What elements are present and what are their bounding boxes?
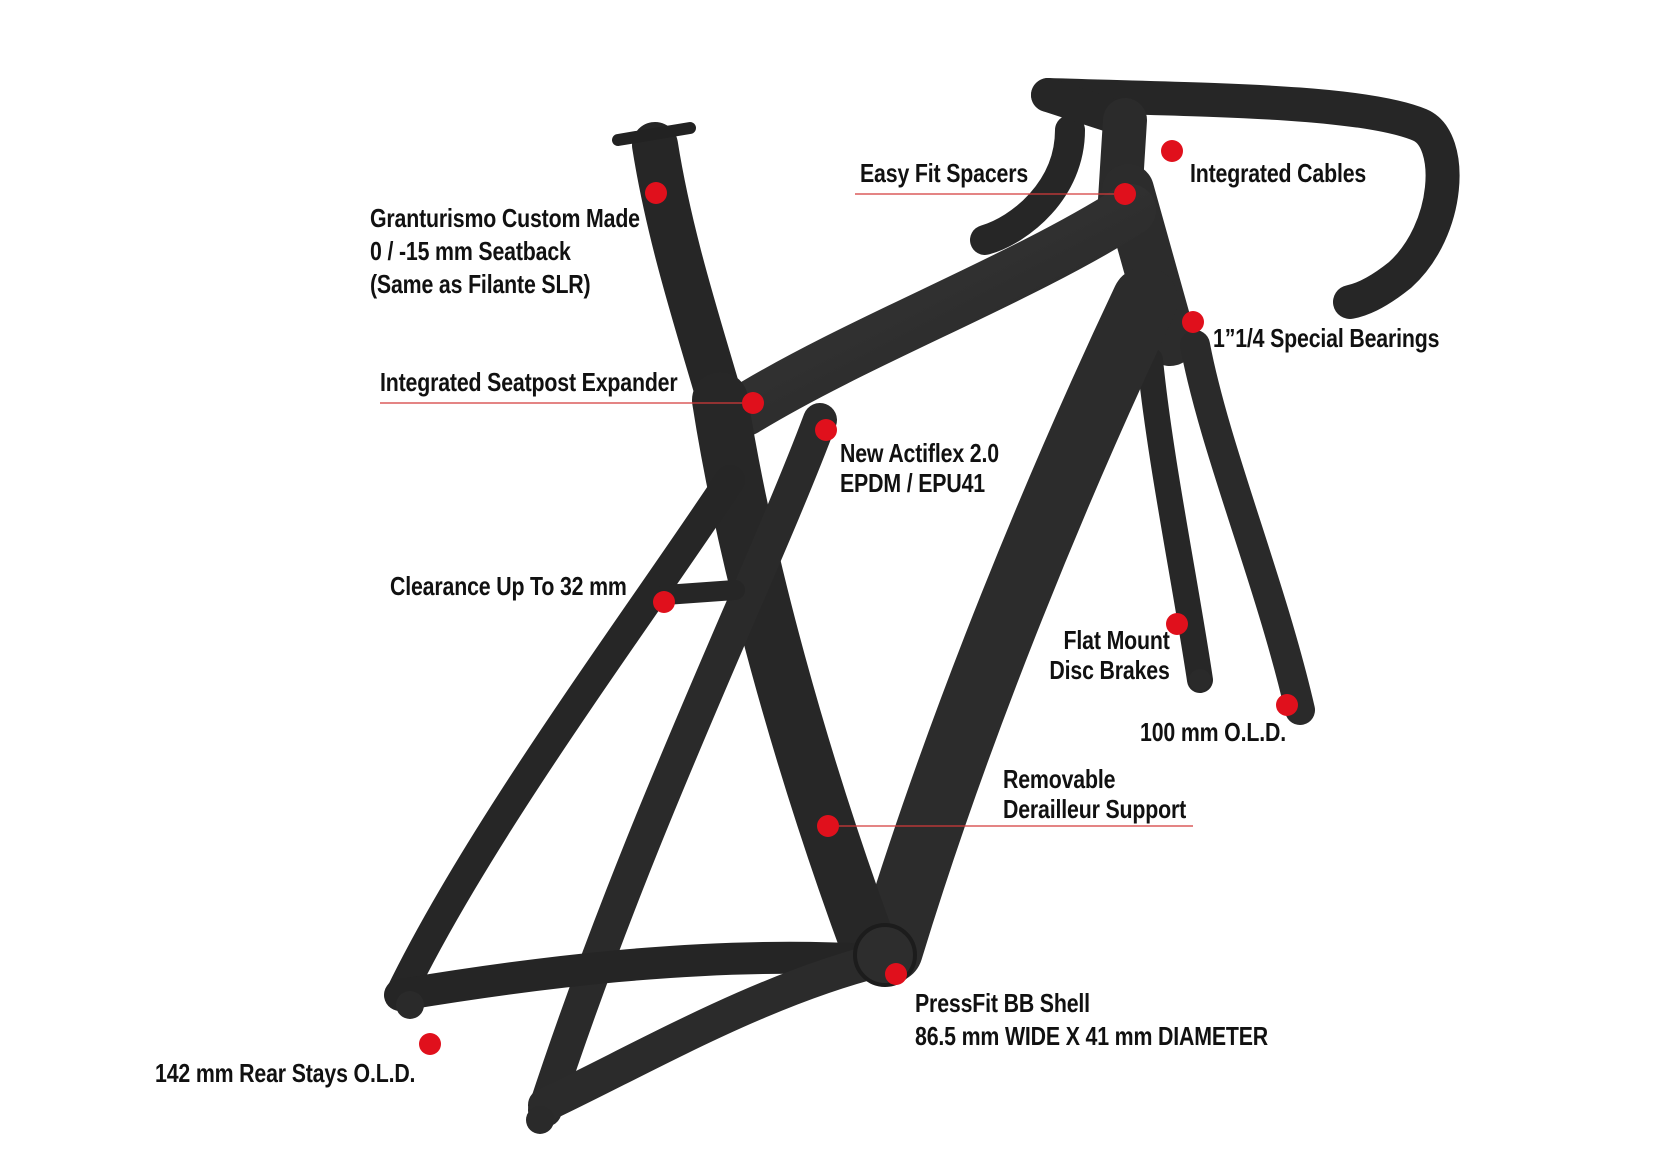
- rear-dropout-near: [526, 1106, 554, 1134]
- label-line: Clearance Up To 32 mm: [390, 571, 627, 601]
- label-line: Integrated Seatpost Expander: [380, 367, 678, 397]
- label-derailleur: Removable Derailleur Support: [1003, 764, 1186, 824]
- label-clearance: Clearance Up To 32 mm: [390, 570, 627, 603]
- chain-stay-near: [528, 943, 897, 1122]
- fork-left: [1137, 347, 1213, 693]
- marker-bb: [885, 963, 907, 985]
- label-line: 100 mm O.L.D.: [1140, 717, 1286, 747]
- handlebar: [1031, 78, 1460, 319]
- label-line: Integrated Cables: [1190, 158, 1367, 188]
- marker-disc: [1166, 613, 1188, 635]
- fork-dropout-left: [1189, 669, 1211, 691]
- marker-expander: [742, 392, 764, 414]
- label-rear-old: 142 mm Rear Stays O.L.D.: [155, 1057, 415, 1090]
- label-line: Removable: [1003, 764, 1116, 794]
- marker-clearance: [653, 591, 675, 613]
- label-spacers: Easy Fit Spacers: [860, 157, 1028, 190]
- label-bb: PressFit BB Shell 86.5 mm WIDE X 41 mm D…: [915, 987, 1268, 1053]
- seat-stay-bridge: [655, 580, 745, 605]
- handlebar-drop-left: [970, 115, 1085, 255]
- markers: [419, 140, 1298, 1055]
- label-line: Derailleur Support: [1003, 794, 1187, 824]
- label-line: New Actiflex 2.0: [840, 438, 999, 468]
- label-line: Easy Fit Spacers: [860, 158, 1029, 188]
- down-tube: [857, 267, 1178, 983]
- saddle-clamp: [612, 122, 696, 146]
- marker-actiflex: [815, 419, 837, 441]
- label-line: Flat Mount: [1063, 625, 1170, 655]
- label-seatback: Granturismo Custom Made 0 / -15 mm Seatb…: [370, 202, 640, 301]
- label-line: 86.5 mm WIDE X 41 mm DIAMETER: [915, 1021, 1269, 1051]
- chain-stay-far: [384, 941, 886, 1011]
- label-actiflex: New Actiflex 2.0 EPDM / EPU41: [840, 438, 999, 498]
- label-line: 142 mm Rear Stays O.L.D.: [155, 1058, 416, 1088]
- label-cables: Integrated Cables: [1190, 157, 1366, 190]
- marker-bearings: [1182, 311, 1204, 333]
- label-line: Disc Brakes: [1049, 655, 1170, 685]
- marker-spacers: [1114, 183, 1136, 205]
- seat-stay-far: [385, 465, 745, 1010]
- top-tube: [719, 184, 1156, 436]
- marker-derailleur: [817, 815, 839, 837]
- label-bearings: 1”1/4 Special Bearings: [1213, 322, 1439, 355]
- marker-cables: [1161, 140, 1183, 162]
- fork-right: [1180, 330, 1315, 725]
- rear-dropout-far: [396, 991, 424, 1019]
- label-line: Granturismo Custom Made: [370, 203, 640, 233]
- label-expander: Integrated Seatpost Expander: [380, 366, 678, 399]
- label-line: 0 / -15 mm Seatback: [370, 236, 571, 266]
- seat-stay-near: [528, 403, 837, 1127]
- seat-post: [632, 122, 743, 423]
- marker-seatback: [645, 182, 667, 204]
- marker-rear-old: [419, 1033, 441, 1055]
- label-disc: Flat Mount Disc Brakes: [1050, 625, 1170, 685]
- leader-lines: [380, 193, 1193, 827]
- label-line: EPDM / EPU41: [840, 468, 985, 498]
- label-fork-old: 100 mm O.L.D.: [1140, 716, 1286, 749]
- label-line: 1”1/4 Special Bearings: [1213, 323, 1440, 353]
- label-line: (Same as Filante SLR): [370, 269, 591, 299]
- frame-drawing: [384, 78, 1460, 1134]
- marker-fork-old: [1276, 694, 1298, 716]
- label-line: PressFit BB Shell: [915, 988, 1090, 1018]
